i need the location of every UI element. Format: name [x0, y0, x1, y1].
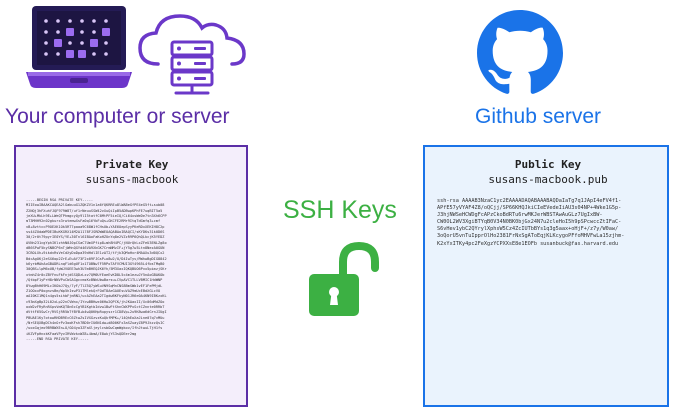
private-key-line: iKZVFpHnxkKFaaVPyvIRVWzkvWZ8+4bmA/E8wkjY…	[26, 331, 137, 336]
private-key-line: -----END RSA PRIVATE KEY-----	[26, 336, 89, 341]
private-key-line: MIIEowIBAAKCAQEA2lGabuuG1ZQKZV1n1a6fQKRR…	[26, 203, 165, 208]
private-key-line: -----BEGIN RSA PRIVATE KEY-----	[26, 198, 94, 202]
cloud-server-icon	[138, 14, 246, 95]
public-key-subtitle: susans-macbook.pub	[488, 173, 608, 186]
public-key-line: 3oQorU5vnTuIpprOlHo2381FrNxSgAToEqjKLKcy…	[437, 233, 625, 240]
private-key-line: /uoxGqjeo9B9BWXEn+O/G04yo3ZFaXljeylcsbOw…	[26, 326, 163, 331]
public-key-line: ssh-rsa AAAAB3NzaC1yc2EAAAADAQABAAABAQDa…	[437, 198, 622, 204]
github-octocat-icon	[477, 10, 563, 94]
public-key-line: J3hjNWSeHCWDgFcAPzCkoBdRTu6rwMKJerWBSTAw…	[437, 212, 603, 219]
private-key-line: c93mXgBp32L02xLp22nCVWnx/IYcwBBHwx06Hw2Q…	[26, 299, 165, 304]
private-key-line: /QtbpF1yPrH8rNNVPuCbSAGgccmsKcBNkUbwBars…	[26, 278, 163, 283]
private-key-line: ss44ZUdaWPDEIBuKKGRX14M2A1178FJSRDWWEOAQ…	[26, 230, 165, 235]
private-key-line: oxW2vFRyRnRXpsVmKQT8n6cCgYB1KgtbIdvw1BwF…	[26, 304, 165, 309]
private-key-line: k6yrbMAhAoGBADRLnqFld6gUF1x1TOBNw7F5RPoT…	[26, 262, 165, 267]
private-key-line: mT3MHH92n02gkurx3rwtemwXsFa0q16YbFuQs+GK…	[26, 219, 161, 224]
private-key-line: 3CBOLXh+9ikdvRsVeCdXyDoDpa39dHdlIE1zAT2/…	[26, 251, 165, 256]
public-key-line: CW0OL2WV3XgiBTYqB0V34N0BK0bjGx24N7u2cleH…	[437, 219, 622, 226]
public-key-title: Public Key	[514, 158, 582, 171]
private-key-line: 30QBS+lpM6xUB/fpWJVOEE3wh3U7mBHEQJK6Yh/5…	[26, 267, 167, 272]
private-key-line: aAI0KI1MQ1n4gs5sihbFjmRN1/ucAZhEAa2TIgdw…	[26, 294, 167, 299]
private-key-line: Z2NQj3hFXuhYJQF979W8T/uf1rNeuuSSW42vXuQi…	[26, 208, 163, 213]
public-key-line: S6vHev1ybC2QYrylXphsW5Cz4ZcIUTbBYs1q3g5a…	[437, 226, 619, 233]
private-key-line: Z1OOxxP0ognzsBm/Wp5hIswP31TMlekQrFOdT8Ae…	[26, 288, 161, 293]
open-padlock-icon	[309, 241, 379, 316]
private-key-line: 30/2r0t79pyrIE0YS/YE+30Tnl6IBAoFaKoHZUnY…	[26, 235, 165, 240]
ssh-keys-label: SSH Keys	[283, 196, 397, 224]
private-key-text: -----BEGIN RSA PRIVATE KEY-----MIIEowIBA…	[26, 198, 238, 398]
private-key-line: xtmhZ4r0cZBYFnuFkFnjdSSQDzLxv7QM0UfEaeEv…	[26, 272, 165, 277]
private-key-line: dVttF65SwCr/RVSjRR5bTfBYB+b4wQ0KHpRupysz…	[26, 310, 167, 315]
private-key-card: Private Key susans-macbook -----BEGIN RS…	[14, 145, 248, 407]
private-key-subtitle: susans-macbook	[85, 173, 179, 186]
public-key-text: ssh-rsa AAAAB3NzaC1yc2EAAAADAQABAAABAQDa…	[437, 198, 659, 258]
public-key-card: Public Key susans-macbook.pub ssh-rsa AA…	[423, 145, 669, 407]
private-key-line: BdcAgOKj2eSX6op2ZrE+EuAY73F2x09FJGsP+o8w…	[26, 256, 167, 261]
private-key-line: vB+8vttccP9OEXK1Ok5RT7paaa9C68W1fCHsUb+Y…	[26, 224, 165, 229]
laptop-icon	[26, 6, 132, 88]
private-key-line: /NrSEQXBgDCh4nOrPz3ooKFsh7BD0rIU6N1dw+d8…	[26, 320, 165, 325]
private-key-line: dB6SPwF5kySNBCP6nTjWHnQGYd46VA9XkGK7CrmN…	[26, 246, 165, 251]
private-key-line: 8YwgBhH69MLcIKObJ7Qy/7yF/TlZ5Q7yWSuVN9Sq…	[26, 283, 163, 288]
private-key-title: Private Key	[95, 158, 169, 171]
left-caption: Your computer or server	[5, 105, 230, 128]
public-key-line: K2xYxITKy4pc2FeXgzYCPXXsE8e1EOFb susanbu…	[437, 240, 619, 247]
right-caption: Github server	[475, 105, 602, 128]
private-key-line: AVNn231cgYphIKlzhhN0J0pCSaC7UmXPfip8+mh8…	[26, 240, 167, 245]
private-key-line: jeXU+MkLh9E+LWeQTPhmgcyQy9lI5tatfC6MtPF5…	[26, 214, 167, 219]
private-key-line: PBUAE1Ky7otowRHDB9EcC6ZtwZsIVXGzvzKuQkfM…	[26, 315, 165, 320]
public-key-line: APfE57yVYAF4Z8/oQCjj/SP66KHQJkiCIeEVedeI…	[437, 205, 622, 212]
